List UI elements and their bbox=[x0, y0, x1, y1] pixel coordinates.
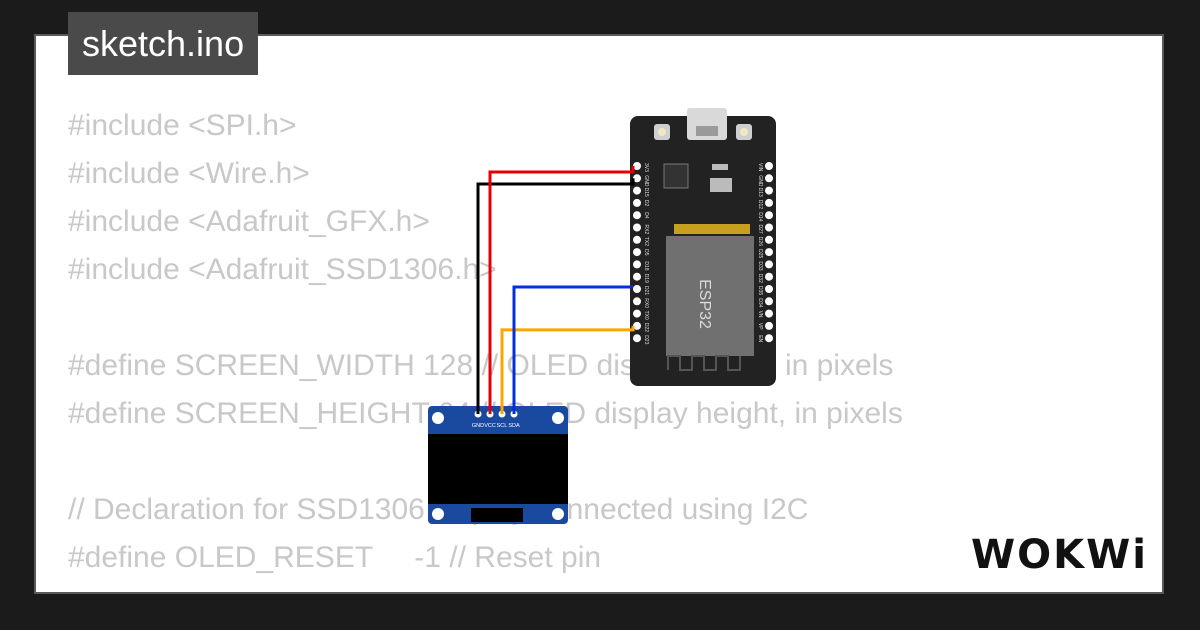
oled-pin-label: VCC bbox=[484, 423, 496, 429]
esp32-pin[interactable] bbox=[633, 260, 641, 269]
preview-card: #include <SPI.h> #include <Wire.h> #includ… bbox=[34, 34, 1164, 594]
code-line: #define SCREEN_ADDRESS 0x3C bbox=[68, 582, 903, 592]
esp32-pin-label: 3V3 bbox=[643, 163, 649, 172]
esp32-board[interactable]: ESP32 3V3GNDD15D2D4RX2TX2D5D18D19D21RX0T… bbox=[630, 108, 776, 386]
esp32-pin-label: D26 bbox=[757, 237, 763, 246]
esp32-pin[interactable] bbox=[765, 260, 773, 269]
esp32-pin[interactable] bbox=[633, 334, 641, 343]
esp32-pin-label: D5 bbox=[643, 249, 649, 256]
oled-ribbon bbox=[471, 508, 523, 522]
wire-vcc[interactable] bbox=[488, 166, 635, 414]
esp32-pin[interactable] bbox=[765, 223, 773, 232]
esp32-pin-label: TX0 bbox=[643, 311, 649, 320]
code-line: #include <Wire.h> bbox=[68, 157, 310, 190]
esp32-pin[interactable] bbox=[765, 334, 773, 343]
esp32-pin-label: GND bbox=[757, 175, 763, 187]
esp32-pin[interactable] bbox=[765, 248, 773, 257]
esp32-pin-label: D13 bbox=[757, 188, 763, 197]
esp32-pin-label: GND bbox=[643, 175, 649, 187]
esp32-pin-label: D19 bbox=[643, 274, 649, 283]
usb-port-inner bbox=[696, 126, 718, 136]
esp32-pin[interactable] bbox=[765, 321, 773, 330]
esp32-pin[interactable] bbox=[765, 272, 773, 281]
esp32-pin-label: D23 bbox=[643, 335, 649, 344]
esp32-pin-label: RX2 bbox=[643, 225, 649, 235]
esp32-pin[interactable] bbox=[765, 162, 773, 170]
oled-pin-label: GND bbox=[472, 423, 484, 429]
esp32-pin[interactable] bbox=[765, 186, 773, 195]
code-line: #define SCREEN_HEIGHT 64 // OLED display… bbox=[68, 397, 903, 430]
esp32-pin[interactable] bbox=[633, 186, 641, 195]
antenna-pads bbox=[674, 224, 750, 234]
esp32-pin[interactable] bbox=[633, 248, 641, 257]
left-header bbox=[633, 162, 641, 343]
esp32-pin-label: D22 bbox=[643, 323, 649, 332]
code-line: #include <Adafruit_SSD1306.h> bbox=[68, 253, 497, 286]
esp32-pin-label: RX0 bbox=[643, 298, 649, 308]
wokwi-logo: WOKWi bbox=[971, 532, 1148, 578]
wires bbox=[476, 166, 635, 414]
oled-screen bbox=[428, 434, 568, 504]
esp32-pin[interactable] bbox=[633, 198, 641, 207]
esp32-pin-label: D15 bbox=[643, 188, 649, 197]
esp32-pin[interactable] bbox=[633, 223, 641, 232]
esp32-pin[interactable] bbox=[633, 272, 641, 281]
sketch-title: sketch.ino bbox=[68, 12, 259, 75]
esp32-pin-label: D33 bbox=[757, 261, 763, 270]
code-line: #include <SPI.h> bbox=[68, 109, 297, 142]
esp32-pin[interactable] bbox=[633, 309, 641, 318]
esp32-pin-label: D4 bbox=[643, 212, 649, 219]
esp32-pin[interactable] bbox=[765, 235, 773, 244]
right-header bbox=[765, 162, 773, 343]
esp32-label: ESP32 bbox=[696, 279, 713, 329]
esp32-pin-label: EN bbox=[757, 335, 763, 342]
esp32-pin-label: D34 bbox=[757, 298, 763, 307]
esp32-pin[interactable] bbox=[765, 309, 773, 318]
esp32-pin-label: D2 bbox=[643, 200, 649, 207]
esp32-shield bbox=[666, 236, 754, 356]
esp32-pin-label: VP bbox=[757, 323, 763, 330]
left-pin-labels: 3V3GNDD15D2D4RX2TX2D5D18D19D21RX0TX0D22D… bbox=[643, 163, 649, 345]
esp32-pin[interactable] bbox=[765, 211, 773, 220]
esp32-pin[interactable] bbox=[633, 211, 641, 220]
esp32-pin[interactable] bbox=[633, 162, 641, 170]
circuit-diagram: ESP32 3V3GNDD15D2D4RX2TX2D5D18D19D21RX0T… bbox=[428, 108, 776, 524]
esp32-pin[interactable] bbox=[633, 235, 641, 244]
esp32-pin-label: TX2 bbox=[643, 237, 649, 246]
esp32-pin[interactable] bbox=[765, 174, 773, 183]
esp32-pin[interactable] bbox=[765, 297, 773, 306]
esp32-pin-label: D35 bbox=[757, 286, 763, 295]
code-line: #include <Adafruit_GFX.h> bbox=[68, 205, 430, 238]
oled-pin-label: SDA bbox=[508, 423, 520, 429]
wire-scl[interactable] bbox=[500, 325, 635, 414]
esp32-pin[interactable] bbox=[765, 198, 773, 207]
esp32-pin[interactable] bbox=[633, 174, 641, 183]
esp32-pin[interactable] bbox=[633, 285, 641, 293]
esp32-pin-label: D21 bbox=[643, 286, 649, 295]
regulator bbox=[710, 178, 732, 192]
esp32-pin[interactable] bbox=[633, 321, 641, 330]
esp32-pin-label: D18 bbox=[643, 261, 649, 270]
esp32-pin-label: D25 bbox=[757, 249, 763, 258]
oled-pin-label: SCL bbox=[497, 423, 508, 429]
esp32-pin-label: D14 bbox=[757, 212, 763, 221]
wire-gnd[interactable] bbox=[476, 178, 635, 414]
code-line: #define OLED_RESET -1 // Reset pin bbox=[68, 541, 602, 574]
usb-chip bbox=[663, 163, 689, 189]
esp32-pin-label: D12 bbox=[757, 200, 763, 209]
esp32-pin-label: VIN bbox=[757, 163, 763, 172]
pcb-antenna bbox=[667, 355, 741, 371]
esp32-pin-label: VN bbox=[757, 311, 763, 318]
esp32-pin-label: D32 bbox=[757, 274, 763, 283]
wire-sda[interactable] bbox=[512, 285, 633, 414]
esp32-pin-label: D27 bbox=[757, 225, 763, 234]
esp32-pin[interactable] bbox=[633, 297, 641, 306]
esp32-pin[interactable] bbox=[765, 285, 773, 293]
